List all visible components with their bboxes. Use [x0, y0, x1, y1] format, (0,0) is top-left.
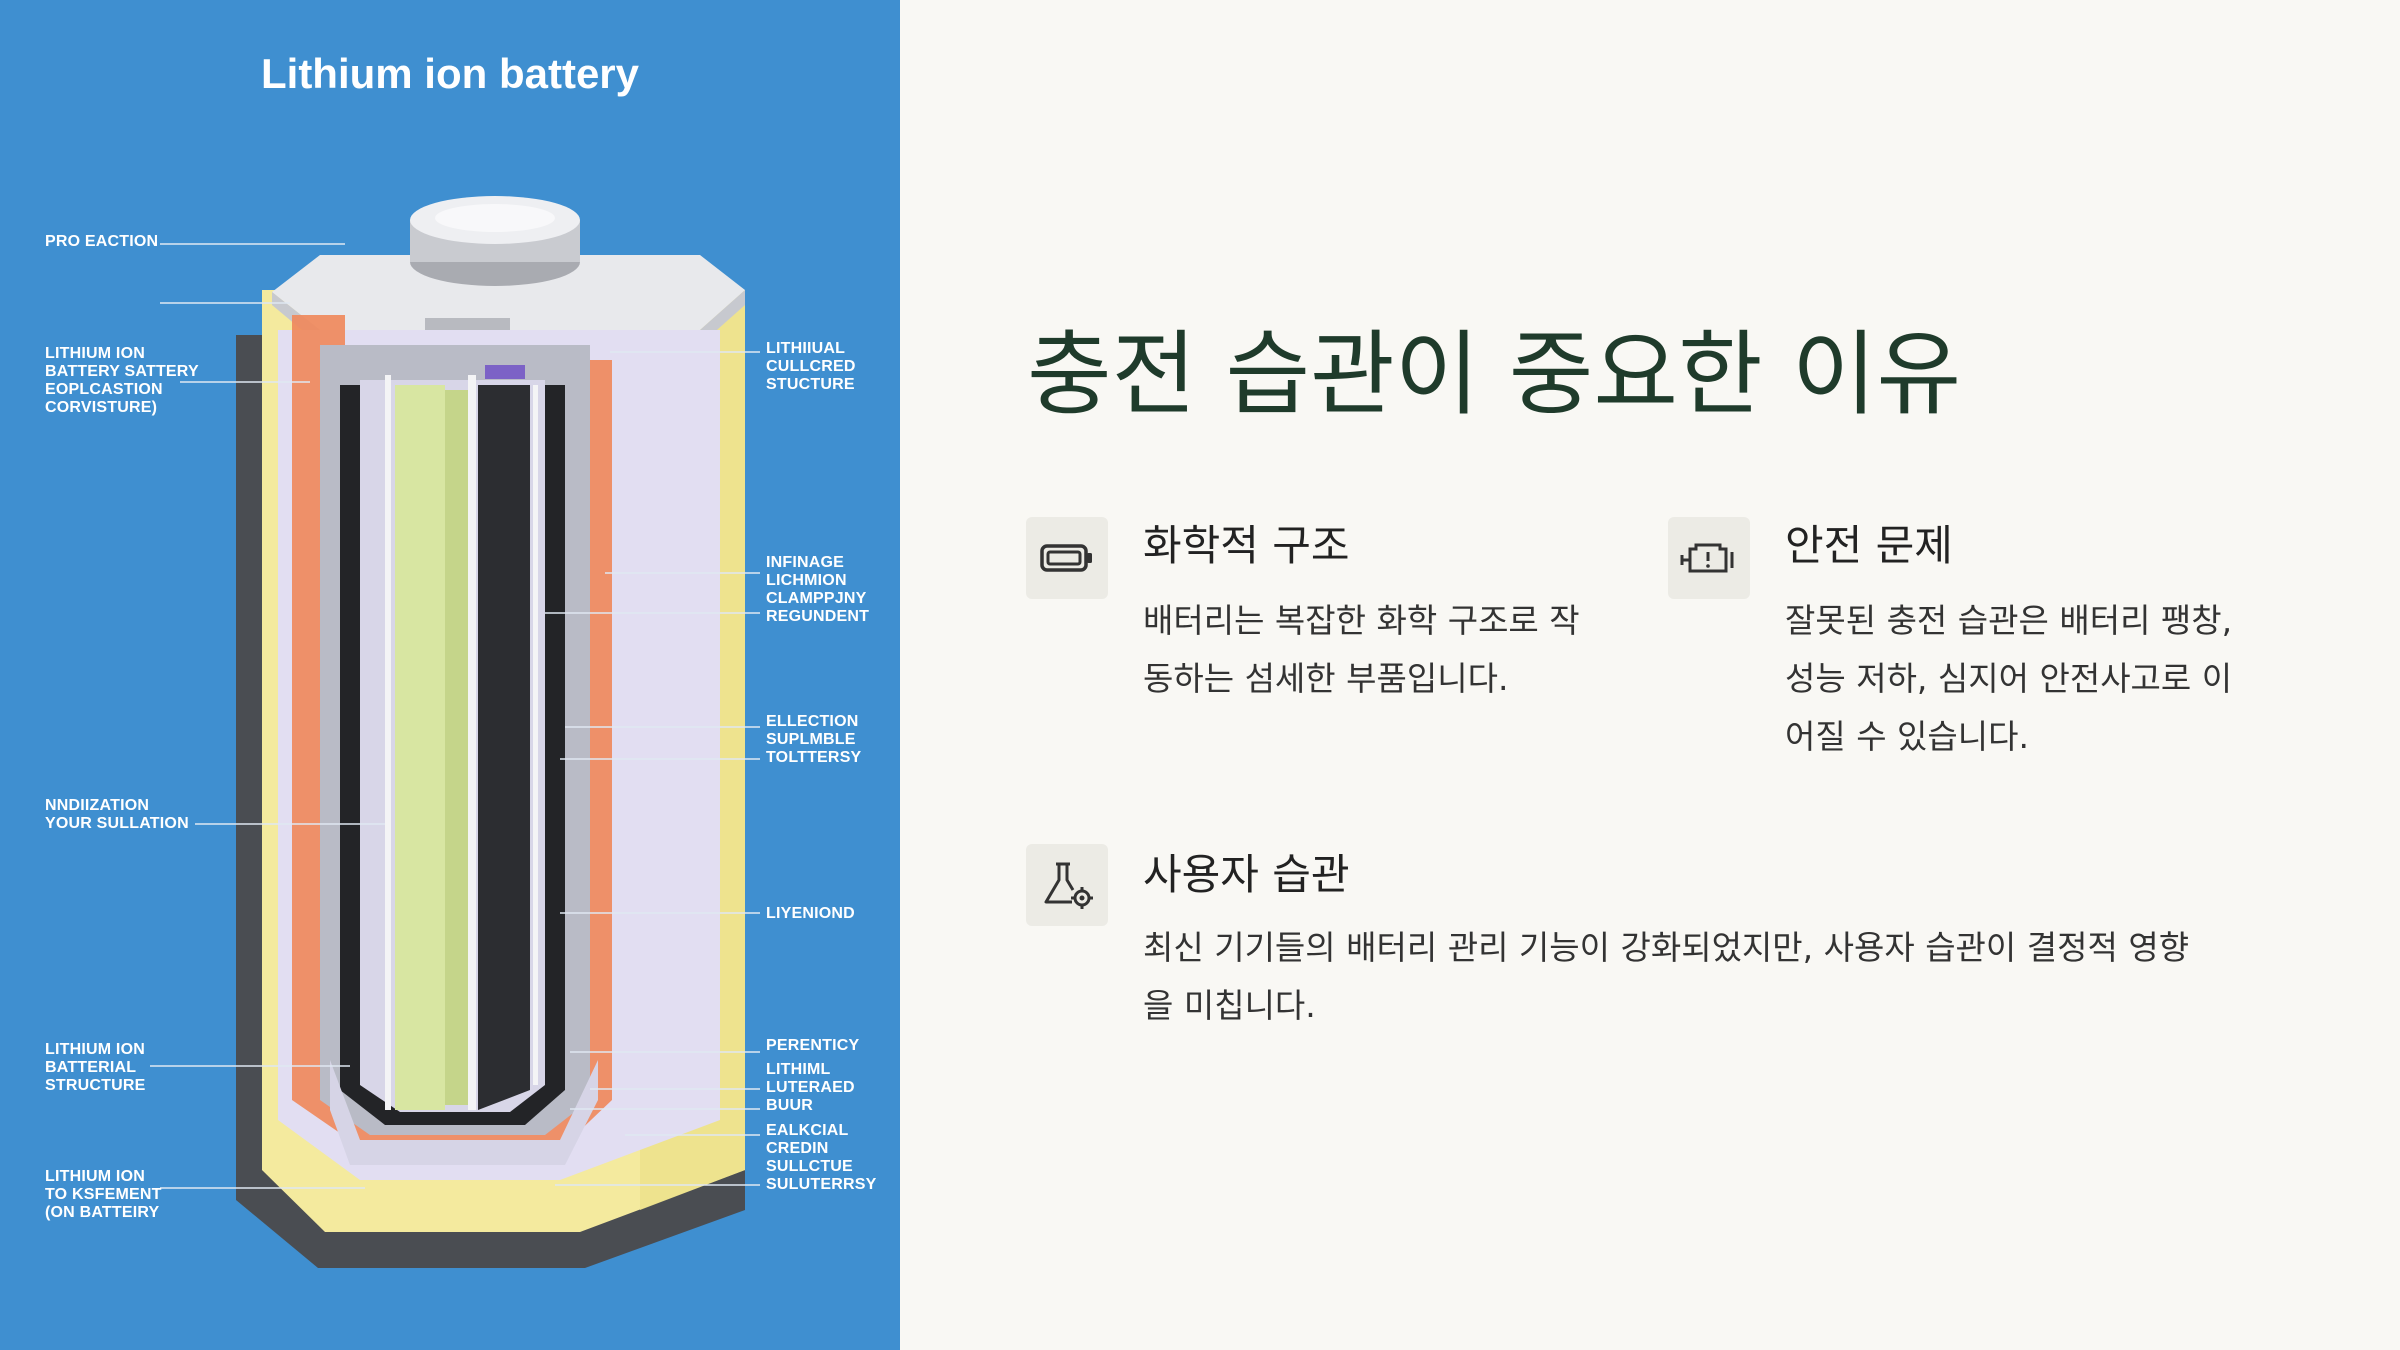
card-desc-line: 최신 기기들의 배터리 관리 기능이 강화되었지만, 사용자 습관이 결정적 영… — [1143, 928, 2190, 967]
card-desc-line: 을 미칩니다. — [1143, 986, 1316, 1025]
battery-icon — [1040, 544, 1092, 572]
page-heading: 충전 습관이 중요한 이유 — [1027, 321, 1962, 428]
callout-left-5: LITHIUM ION TO KSFEMENT (ON BATTEIRY — [45, 1168, 162, 1221]
illustration-title: Lithium ion battery — [261, 50, 639, 97]
callout-right-2: INFINAGE LICHMION CLAMPPJNY REGUNDENT — [766, 554, 870, 625]
callout-right-6: LITHIML LUTERAED BUUR — [766, 1061, 855, 1114]
card-desc-line: 배터리는 복잡한 화학 구조로 작 — [1143, 601, 1580, 640]
battery-warning-icon-box — [1668, 517, 1750, 599]
card-desc-line: 성능 저하, 심지어 안전사고로 이 — [1785, 659, 2233, 698]
callout-right-3: ELLECTION SUPLMBLE TOLTTERSY — [766, 713, 862, 766]
battery-icon-box — [1026, 517, 1108, 599]
card-title-user-habits: 사용자 습관 — [1143, 850, 1350, 899]
callout-right-1: LITHIIUAL CULLCRED STUCTURE — [766, 340, 856, 393]
callout-right-4: LIYENIOND — [766, 905, 855, 922]
card-desc-safety-issue: 잘못된 충전 습관은 배터리 팽창, 성능 저하, 심지어 안전사고로 이 어질… — [1785, 592, 2232, 766]
battery-illustration-panel: Lithium ion battery — [0, 0, 900, 1350]
callout-left-2: LITHIUM ION BATTERY SATTERY EOPLCASTION … — [45, 345, 199, 416]
card-desc-line: 동하는 섬세한 부품입니다. — [1143, 659, 1509, 698]
card-desc-line: 잘못된 충전 습관은 배터리 팽창, — [1785, 601, 2233, 640]
callout-left-4: LITHIUM ION BATTERIAL STRUCTURE — [45, 1041, 146, 1094]
battery-cutaway-illustration — [150, 196, 760, 1268]
callout-right-7: EALKCIAL CREDIN SULLCTUE SULUTERRSY — [766, 1122, 877, 1193]
card-desc-chemical-structure: 배터리는 복잡한 화학 구조로 작 동하는 섬세한 부품입니다. — [1143, 592, 1580, 708]
card-desc-line: 어질 수 있습니다. — [1785, 717, 2029, 756]
callout-left-3: NNDIIZATION YOUR SULLATION — [45, 797, 189, 832]
flask-gear-icon — [1044, 862, 1093, 909]
callout-left-1: PRO EACTION — [45, 233, 159, 250]
flask-gear-icon-box — [1026, 844, 1108, 926]
battery-warning-icon — [1680, 543, 1734, 573]
card-title-safety-issue: 안전 문제 — [1785, 521, 1953, 570]
card-title-chemical-structure: 화학적 구조 — [1143, 521, 1350, 570]
callout-right-5: PERENTICY — [766, 1037, 860, 1054]
card-desc-user-habits: 최신 기기들의 배터리 관리 기능이 강화되었지만, 사용자 습관이 결정적 영… — [1143, 919, 2189, 1035]
